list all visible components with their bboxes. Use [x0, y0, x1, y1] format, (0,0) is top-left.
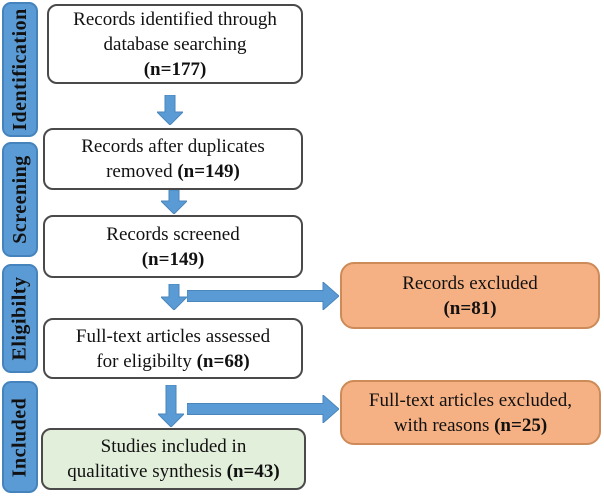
text-segment: Records excluded — [402, 272, 538, 294]
arrow-down-identified-to-duplicates-icon — [157, 95, 183, 125]
text-segment-bold: (n=81) — [443, 297, 497, 319]
box-records-identified: Records identified through database sear… — [47, 4, 303, 84]
arrow-right-screened-to-excluded-icon — [187, 282, 339, 310]
box-text-line: (n=81) — [443, 296, 496, 321]
arrow-down-screened-to-fulltext-icon — [161, 284, 187, 310]
box-text-line: Records after duplicates — [81, 134, 265, 159]
text-segment: Records after duplicates — [81, 136, 265, 157]
arrow-down-duplicates-to-screened-icon — [161, 190, 187, 214]
box-text-line: (n=177) — [144, 57, 207, 82]
arrow-right-fulltext-to-excluded-icon — [187, 395, 339, 423]
stage-identification: Identification — [2, 2, 38, 137]
text-segment-bold: (n=25) — [494, 414, 548, 436]
text-segment-bold: (n=43) — [226, 461, 280, 482]
text-segment: with reasons — [393, 414, 495, 436]
box-text-line: database searching — [104, 32, 247, 57]
box-text-line: Records screened — [106, 222, 239, 247]
box-fulltext-excluded: Full-text articles excluded, with reason… — [340, 380, 601, 445]
stage-identification-label: Identification — [8, 8, 31, 131]
box-text-line: removed (n=149) — [106, 159, 240, 184]
text-segment-bold: (n=149) — [177, 161, 240, 182]
box-records-screened: Records screened (n=149) — [43, 215, 303, 278]
text-segment: qualitative synthesis — [67, 461, 227, 482]
text-segment: Studies included in — [100, 436, 247, 457]
box-text-line: (n=149) — [142, 247, 205, 272]
text-segment: Records identified through — [73, 8, 277, 30]
box-duplicates-removed: Records after duplicates removed (n=149) — [43, 128, 303, 190]
text-segment: database searching — [103, 33, 247, 55]
stage-eligibility: Eligibilty — [2, 264, 38, 373]
stage-screening-label: Screening — [8, 155, 31, 244]
box-text-line: Full-text articles assessed — [76, 324, 270, 349]
box-text-line: for eligibilty (n=68) — [96, 349, 249, 374]
text-segment: for eligibilty — [96, 350, 197, 372]
stage-included: Included — [2, 381, 38, 493]
text-segment: removed — [106, 161, 178, 182]
text-segment: Records screened — [106, 223, 240, 245]
box-text-line: with reasons (n=25) — [394, 413, 547, 438]
box-text-line: Records excluded — [402, 271, 538, 296]
stage-eligibility-label: Eligibilty — [8, 276, 31, 361]
box-fulltext-assessed: Full-text articles assessed for eligibil… — [43, 318, 303, 379]
box-text-line: Records identified through — [73, 7, 277, 32]
box-studies-included: Studies included in qualitative synthesi… — [41, 428, 306, 490]
box-records-excluded: Records excluded (n=81) — [340, 262, 600, 329]
text-segment-bold: (n=177) — [143, 58, 207, 80]
text-segment-bold: (n=149) — [141, 248, 205, 270]
text-segment: Full-text articles assessed — [75, 325, 271, 347]
arrow-down-fulltext-to-included-icon — [158, 385, 184, 427]
box-text-line: qualitative synthesis (n=43) — [67, 459, 279, 484]
box-text-line: Studies included in — [101, 434, 247, 459]
stage-screening: Screening — [2, 142, 38, 257]
text-segment-bold: (n=68) — [196, 350, 250, 372]
box-text-line: Full-text articles excluded, — [369, 388, 572, 413]
text-segment: Full-text articles excluded, — [368, 389, 573, 411]
stage-included-label: Included — [8, 397, 31, 477]
